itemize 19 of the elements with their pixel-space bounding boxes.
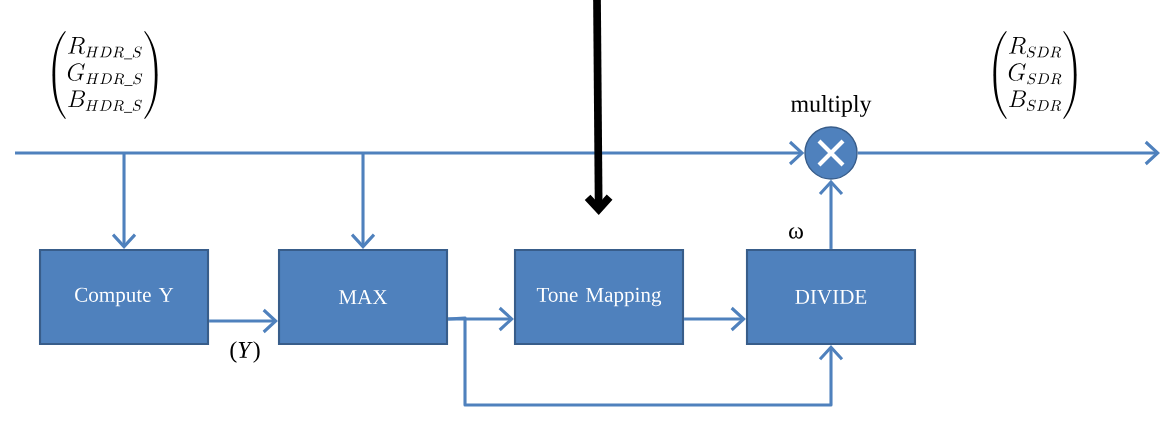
process-box: Tone Mapping [513, 248, 685, 346]
arrow [209, 308, 278, 334]
process-box: MAX [277, 248, 449, 346]
process-box: Compute Y [38, 248, 210, 346]
arrow [584, 0, 613, 215]
process-box: DIVIDE [745, 248, 917, 346]
edge-label: (Y) [227, 339, 263, 365]
arrow [448, 306, 514, 332]
arrow [818, 179, 844, 249]
node-label: multiply [791, 95, 872, 117]
arrow [350, 153, 376, 249]
arrow [857, 140, 1160, 166]
vector-formula: $\begin{pmatrix}R_{HDR\_S}\\G_{HDR\_S}\\B_{HDR\_S}\end{pmatrix}$ [44, 29, 166, 121]
arrow [15, 140, 805, 166]
arrow [111, 153, 137, 249]
edge-label: ω [786, 225, 806, 241]
vector-formula: $\begin{pmatrix}R_{SDR}\\G_{SDR}\\B_{SDR}\end{pmatrix}$ [984, 29, 1086, 121]
arrow [447, 316, 844, 407]
arrow [684, 306, 746, 332]
